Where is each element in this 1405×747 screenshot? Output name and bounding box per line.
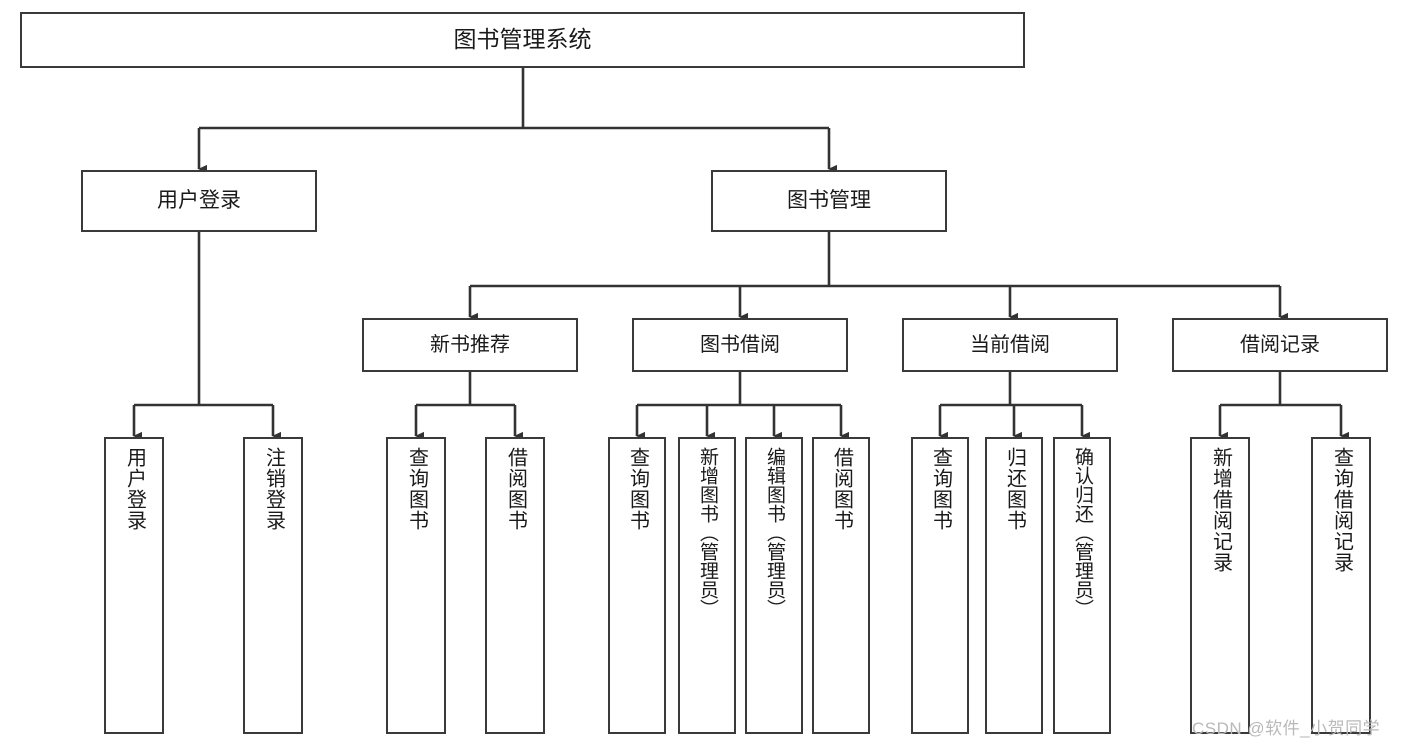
edges — [132, 68, 1349, 441]
node-new_rec[interactable]: 新书推荐 — [362, 318, 578, 372]
node-label: 归还图书 — [1003, 447, 1026, 531]
node-leaf_new_borrow[interactable]: 借阅图书 — [485, 437, 545, 734]
node-leaf_c_confirm[interactable]: 确认归还（管理员） — [1053, 437, 1111, 734]
node-leaf_new_query[interactable]: 查询图书 — [386, 437, 446, 734]
node-user_login[interactable]: 用户登录 — [81, 170, 317, 232]
node-label: 用户登录 — [157, 189, 241, 213]
node-book_mgmt[interactable]: 图书管理 — [711, 170, 947, 232]
node-leaf_b_add[interactable]: 新增图书（管理员） — [678, 437, 736, 734]
node-label: 新增图书（管理员） — [696, 447, 718, 618]
node-label: 图书管理系统 — [453, 26, 592, 53]
node-leaf_b_borrow[interactable]: 借阅图书 — [812, 437, 870, 734]
node-label: 新书推荐 — [430, 333, 510, 356]
node-root[interactable]: 图书管理系统 — [20, 12, 1025, 68]
node-current[interactable]: 当前借阅 — [902, 318, 1118, 372]
node-label: 查询借阅记录 — [1330, 447, 1353, 573]
node-leaf_c_return[interactable]: 归还图书 — [985, 437, 1043, 734]
node-leaf_r_query[interactable]: 查询借阅记录 — [1311, 437, 1371, 734]
node-label: 新增借阅记录 — [1209, 447, 1232, 573]
csdn-watermark: CSDN @软件_小贺同学 — [1192, 719, 1381, 738]
node-label: 确认归还（管理员） — [1071, 447, 1093, 618]
node-label: 借阅记录 — [1240, 333, 1320, 356]
node-label: 查询图书 — [626, 447, 649, 531]
node-label: 借阅图书 — [830, 447, 853, 531]
node-leaf_r_add[interactable]: 新增借阅记录 — [1190, 437, 1250, 734]
node-label: 借阅图书 — [504, 447, 527, 531]
node-label: 用户登录 — [123, 447, 146, 531]
node-leaf_b_edit[interactable]: 编辑图书（管理员） — [745, 437, 803, 734]
node-leaf_user_login[interactable]: 用户登录 — [104, 437, 164, 734]
node-label: 查询图书 — [405, 447, 428, 531]
node-leaf_c_query[interactable]: 查询图书 — [911, 437, 969, 734]
node-borrow[interactable]: 图书借阅 — [632, 318, 848, 372]
node-label: 图书借阅 — [700, 333, 780, 356]
node-label: 注销登录 — [262, 447, 285, 531]
node-label: 图书管理 — [787, 189, 871, 213]
node-label: 查询图书 — [929, 447, 952, 531]
node-leaf_logout[interactable]: 注销登录 — [243, 437, 303, 734]
node-label: 当前借阅 — [970, 333, 1050, 356]
node-label: 编辑图书（管理员） — [763, 447, 785, 618]
node-leaf_b_query[interactable]: 查询图书 — [608, 437, 666, 734]
node-records[interactable]: 借阅记录 — [1172, 318, 1388, 372]
